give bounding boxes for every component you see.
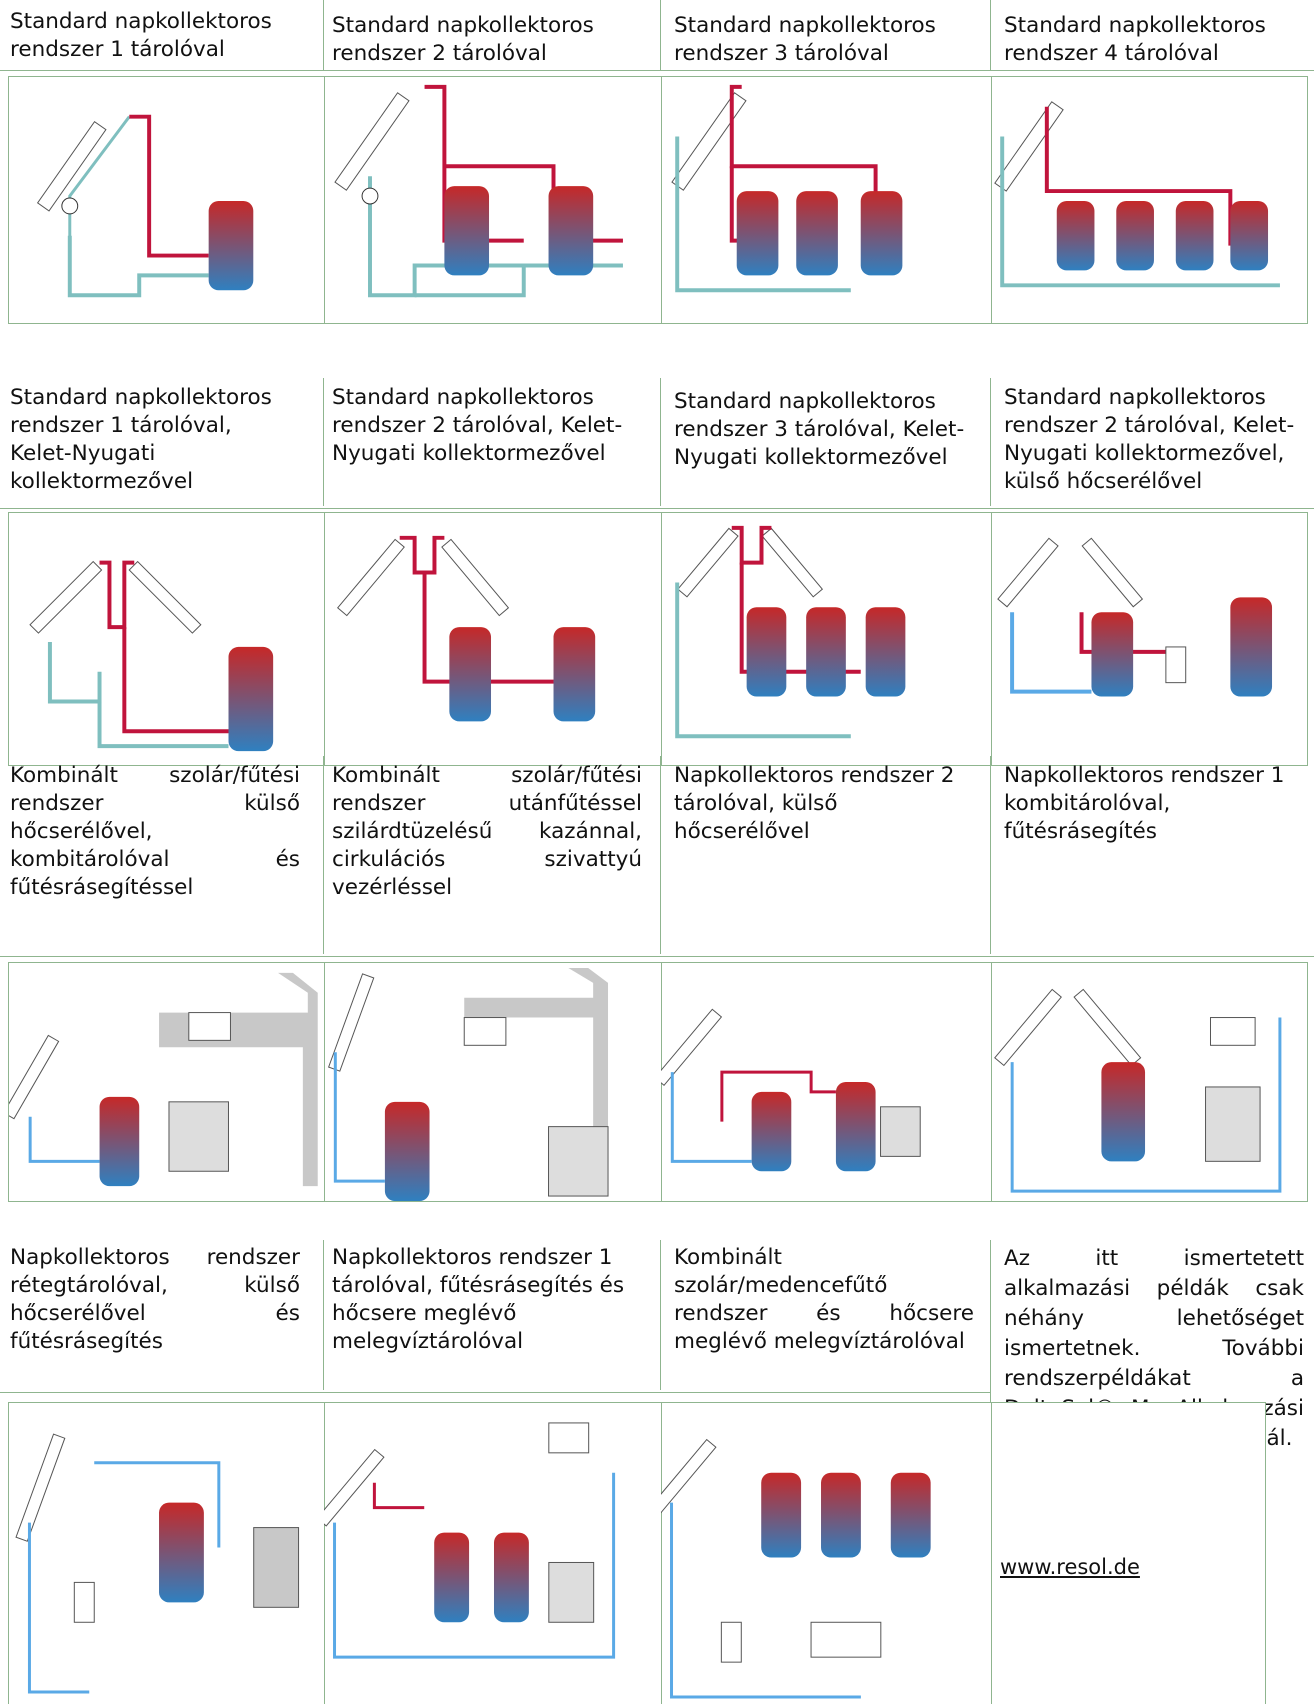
diagram-3-tanks [671, 84, 903, 293]
caption-r1c2: Standard napkollektoros rendszer 2 tárol… [332, 13, 594, 66]
diagram-row-1 [8, 76, 1308, 324]
diagram-combi-heating [994, 988, 1282, 1193]
diagram-1-tank [36, 114, 254, 298]
diagram-row-3 [8, 962, 1308, 1202]
caption-r2c4: Standard napkollektoros rendszer 2 tárol… [1004, 385, 1295, 494]
diagram-2-tanks-hx [661, 1008, 921, 1172]
diagram-2-tanks [334, 84, 623, 298]
diagram-combi-hx [9, 972, 318, 1187]
diagram-row-2 [8, 512, 1308, 766]
caption-r4c2: Napkollektoros rendszer 1 tárolóval, fűt… [332, 1245, 625, 1354]
diagram-ew-2-tanks [337, 535, 596, 722]
diagram-tank-heating-hx [324, 1422, 616, 1659]
caption-r4c1: Napkollektoros rendszer rétegtárolóval, … [10, 1245, 300, 1354]
caption-r4c3: Kombinált szolár/medencefűtő rendszer és… [674, 1245, 974, 1354]
caption-r3c1: Kombinált szolár/fűtési rendszer külső h… [10, 763, 300, 900]
diagram-ew-3-tanks [675, 525, 906, 739]
caption-r1c1: Standard napkollektoros rendszer 1 tárol… [10, 9, 272, 62]
website-link[interactable]: www.resol.de [1000, 1555, 1140, 1579]
caption-r1c3: Standard napkollektoros rendszer 3 tárol… [674, 13, 936, 66]
caption-r3c2: Kombinált szolár/fűtési rendszer utánfűt… [332, 763, 642, 900]
caption-r1c4: Standard napkollektoros rendszer 4 tárol… [1004, 13, 1266, 66]
diagram-4-tanks [994, 101, 1280, 288]
diagram-layer-tank [15, 1433, 300, 1694]
diagram-ew-1-tank [29, 560, 274, 752]
diagram-row-4 [8, 1402, 1266, 1704]
diagram-pool-heating [661, 1438, 931, 1699]
caption-r2c3: Standard napkollektoros rendszer 3 tárol… [674, 389, 965, 470]
caption-r3c4: Napkollektoros rendszer 1 kombitárolóval… [1004, 763, 1285, 844]
diagram-combi-solid-fuel [328, 967, 609, 1201]
caption-r2c1: Standard napkollektoros rendszer 1 tárol… [10, 385, 272, 494]
caption-r3c3: Napkollektoros rendszer 2 tárolóval, kül… [674, 763, 955, 844]
caption-r2c2: Standard napkollektoros rendszer 2 tárol… [332, 385, 623, 466]
diagram-ew-hx [997, 537, 1273, 697]
